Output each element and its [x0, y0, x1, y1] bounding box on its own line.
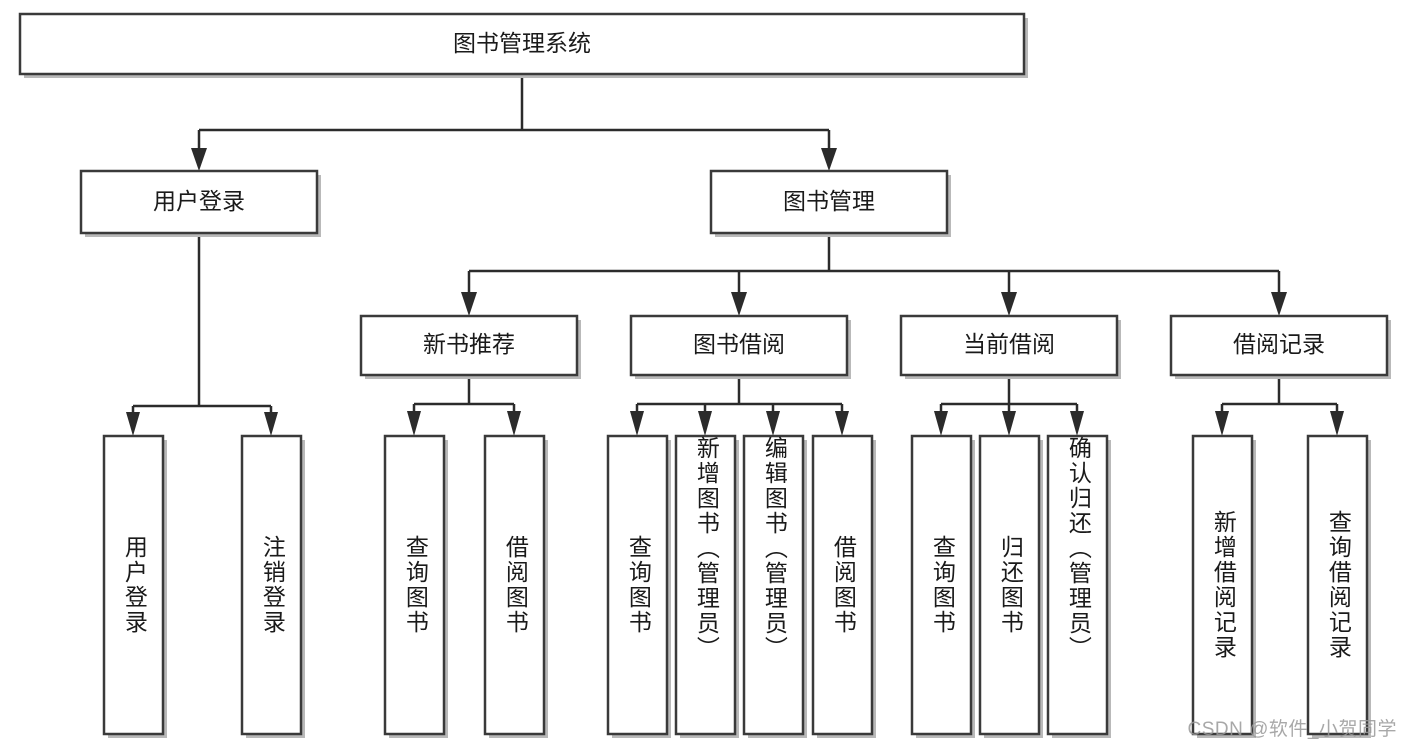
leaf-confirm-return-box[interactable]: [1046, 434, 1109, 736]
arrow-borrow-record: [1271, 292, 1287, 316]
arrow-leaf-query-book-1: [407, 411, 421, 436]
node-current-borrow[interactable]: 当前借阅: [899, 314, 1121, 379]
user-login-label: 用户登录: [153, 188, 245, 214]
arrow-leaf-query-record: [1330, 411, 1344, 436]
borrow-record-label: 借阅记录: [1233, 331, 1325, 357]
leaf-query-book-1-box[interactable]: [383, 434, 446, 736]
book-management-box[interactable]: [709, 169, 949, 235]
node-book-borrow[interactable]: 图书借阅: [629, 314, 851, 379]
node-new-book-recommend[interactable]: 新书推荐: [359, 314, 581, 379]
leaf-query-book-2-box[interactable]: [606, 434, 669, 736]
arrow-leaf-confirm-return: [1070, 411, 1084, 436]
new-book-recommend-label: 新书推荐: [423, 331, 515, 357]
leaf-query-record-box[interactable]: [1306, 434, 1369, 736]
root-label: 图书管理系统: [453, 30, 591, 56]
leaf-user-login-box[interactable]: [102, 434, 165, 736]
leaf-return-book-box[interactable]: [978, 434, 1041, 736]
new-book-recommend-box[interactable]: [359, 314, 579, 377]
arrow-to-book-management: [821, 148, 837, 171]
arrow-current-borrow: [1001, 292, 1017, 316]
current-borrow-box[interactable]: [899, 314, 1119, 377]
user-login-box[interactable]: [79, 169, 319, 235]
leaf-borrow-book-2-box[interactable]: [811, 434, 874, 736]
node-borrow-record[interactable]: 借阅记录: [1169, 314, 1391, 379]
connector-group: [126, 76, 1344, 436]
arrow-new-book-recommend: [461, 292, 477, 316]
current-borrow-label: 当前借阅: [963, 331, 1055, 357]
node-root[interactable]: 图书管理系统: [18, 12, 1028, 78]
arrow-leaf-borrow-book-2: [835, 411, 849, 436]
borrow-record-box[interactable]: [1169, 314, 1389, 377]
arrow-to-user-login: [191, 148, 207, 171]
arrow-leaf-borrow-book-1: [507, 411, 521, 436]
root-box[interactable]: [18, 12, 1026, 76]
arrow-leaf-logout: [264, 412, 278, 436]
leaf-edit-book-box[interactable]: [742, 434, 805, 736]
node-user-login[interactable]: 用户登录: [79, 169, 321, 237]
arrow-leaf-query-book-2: [630, 411, 644, 436]
arrow-leaf-return-book: [1002, 411, 1016, 436]
arrow-book-borrow: [731, 292, 747, 316]
leaf-logout-box[interactable]: [240, 434, 303, 736]
leaf-borrow-book-1-box[interactable]: [483, 434, 546, 736]
arrow-leaf-query-book-3: [934, 411, 948, 436]
arrow-leaf-user-login: [126, 412, 140, 436]
arrow-leaf-edit-book: [766, 411, 780, 436]
arrow-leaf-add-record: [1215, 411, 1229, 436]
leaf-box-group: [102, 434, 1371, 738]
book-borrow-label: 图书借阅: [693, 331, 785, 357]
leaf-add-record-box[interactable]: [1191, 434, 1254, 736]
node-book-management[interactable]: 图书管理: [709, 169, 951, 237]
leaf-query-book-3-box[interactable]: [910, 434, 973, 736]
arrow-leaf-add-book: [698, 411, 712, 436]
leaf-add-book-box[interactable]: [674, 434, 737, 736]
book-management-label: 图书管理: [783, 188, 875, 214]
book-borrow-box[interactable]: [629, 314, 849, 377]
